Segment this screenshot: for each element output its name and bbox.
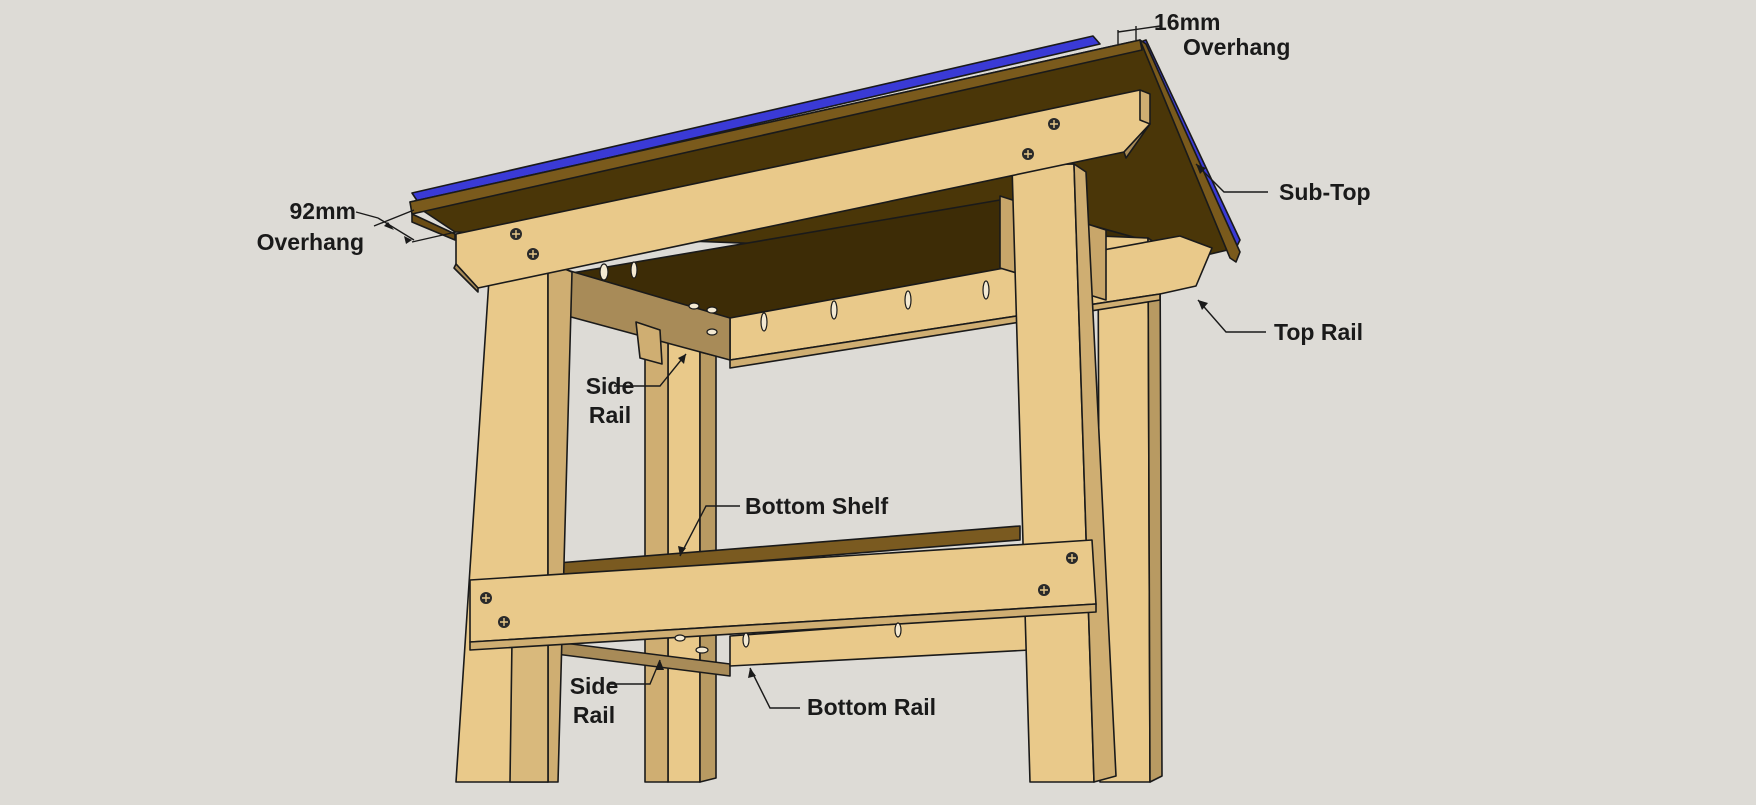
sub-top-label: Sub-Top: [1279, 179, 1371, 205]
back-right-leg: [1097, 235, 1163, 783]
screw: [1038, 584, 1050, 596]
arrowheads: [384, 164, 1208, 678]
top-rail-leader: [1197, 299, 1266, 333]
screw: [1022, 148, 1034, 160]
screw: [1048, 118, 1060, 130]
pocket-hole: [982, 280, 990, 300]
arrowhead: [404, 236, 412, 244]
pocket-hole: [695, 646, 709, 654]
pocket-hole: [830, 300, 838, 320]
side-rail-lower-label-line1: Side: [569, 673, 619, 699]
side-rail-upper-label-line1: Side: [585, 373, 635, 399]
side-rail-lower-leader: [608, 659, 661, 685]
screws: [480, 118, 1078, 628]
pocket-hole: [760, 312, 768, 332]
arrowhead: [1196, 164, 1206, 174]
dimension-92-leader: [355, 211, 379, 219]
arrowhead: [748, 668, 756, 678]
pocket-hole: [904, 290, 912, 310]
arrowhead: [1198, 300, 1208, 310]
overhang-16-word-label: Overhang: [1183, 34, 1291, 60]
bottom-shelf-leader: [679, 505, 740, 557]
arrowhead: [656, 660, 664, 670]
arrowhead: [384, 222, 394, 230]
pocket-holes: [599, 261, 990, 654]
front-top-rail: [453, 89, 1151, 293]
side-rail-lower-label-line2: Rail: [572, 702, 616, 728]
sub-top-leader: [1195, 163, 1268, 193]
pocket-hole: [599, 263, 609, 281]
side-rail-upper-label-line2: Rail: [588, 402, 632, 428]
bottom-rail-label: Bottom Rail: [807, 694, 937, 720]
overhang-92-word-label: Overhang: [256, 229, 364, 255]
dimension-92-line: [377, 217, 415, 241]
pocket-hole: [706, 306, 718, 314]
front-right-leg: [1011, 163, 1117, 783]
screw: [527, 248, 539, 260]
side-rail-upper-leader: [614, 353, 687, 387]
arrowhead: [678, 546, 686, 556]
left-side-top-rail: [559, 267, 731, 365]
leader-lines: [355, 25, 1268, 709]
pocket-hole: [674, 634, 686, 642]
top-rail-label: Top Rail: [1274, 319, 1364, 345]
bottom-shelf-label: Bottom Shelf: [745, 493, 889, 519]
pocket-hole: [894, 622, 902, 638]
front-bottom-rail: [469, 539, 1097, 651]
bottom-rail-leader: [749, 667, 800, 709]
pocket-hole: [706, 328, 718, 336]
pocket-hole: [630, 261, 638, 279]
pocket-hole: [742, 632, 750, 648]
dimension-92-extension: [373, 209, 415, 227]
screw: [498, 616, 510, 628]
screw: [1066, 552, 1078, 564]
dimension-92-extension: [411, 231, 457, 243]
arrowhead: [678, 354, 686, 364]
screw: [480, 592, 492, 604]
dimension-16-line: [1117, 25, 1161, 33]
pocket-hole: [688, 302, 700, 310]
overhang-16-value-label: 16mm: [1154, 9, 1221, 35]
overhang-92-value-label: 92mm: [289, 198, 356, 224]
screw: [510, 228, 522, 240]
